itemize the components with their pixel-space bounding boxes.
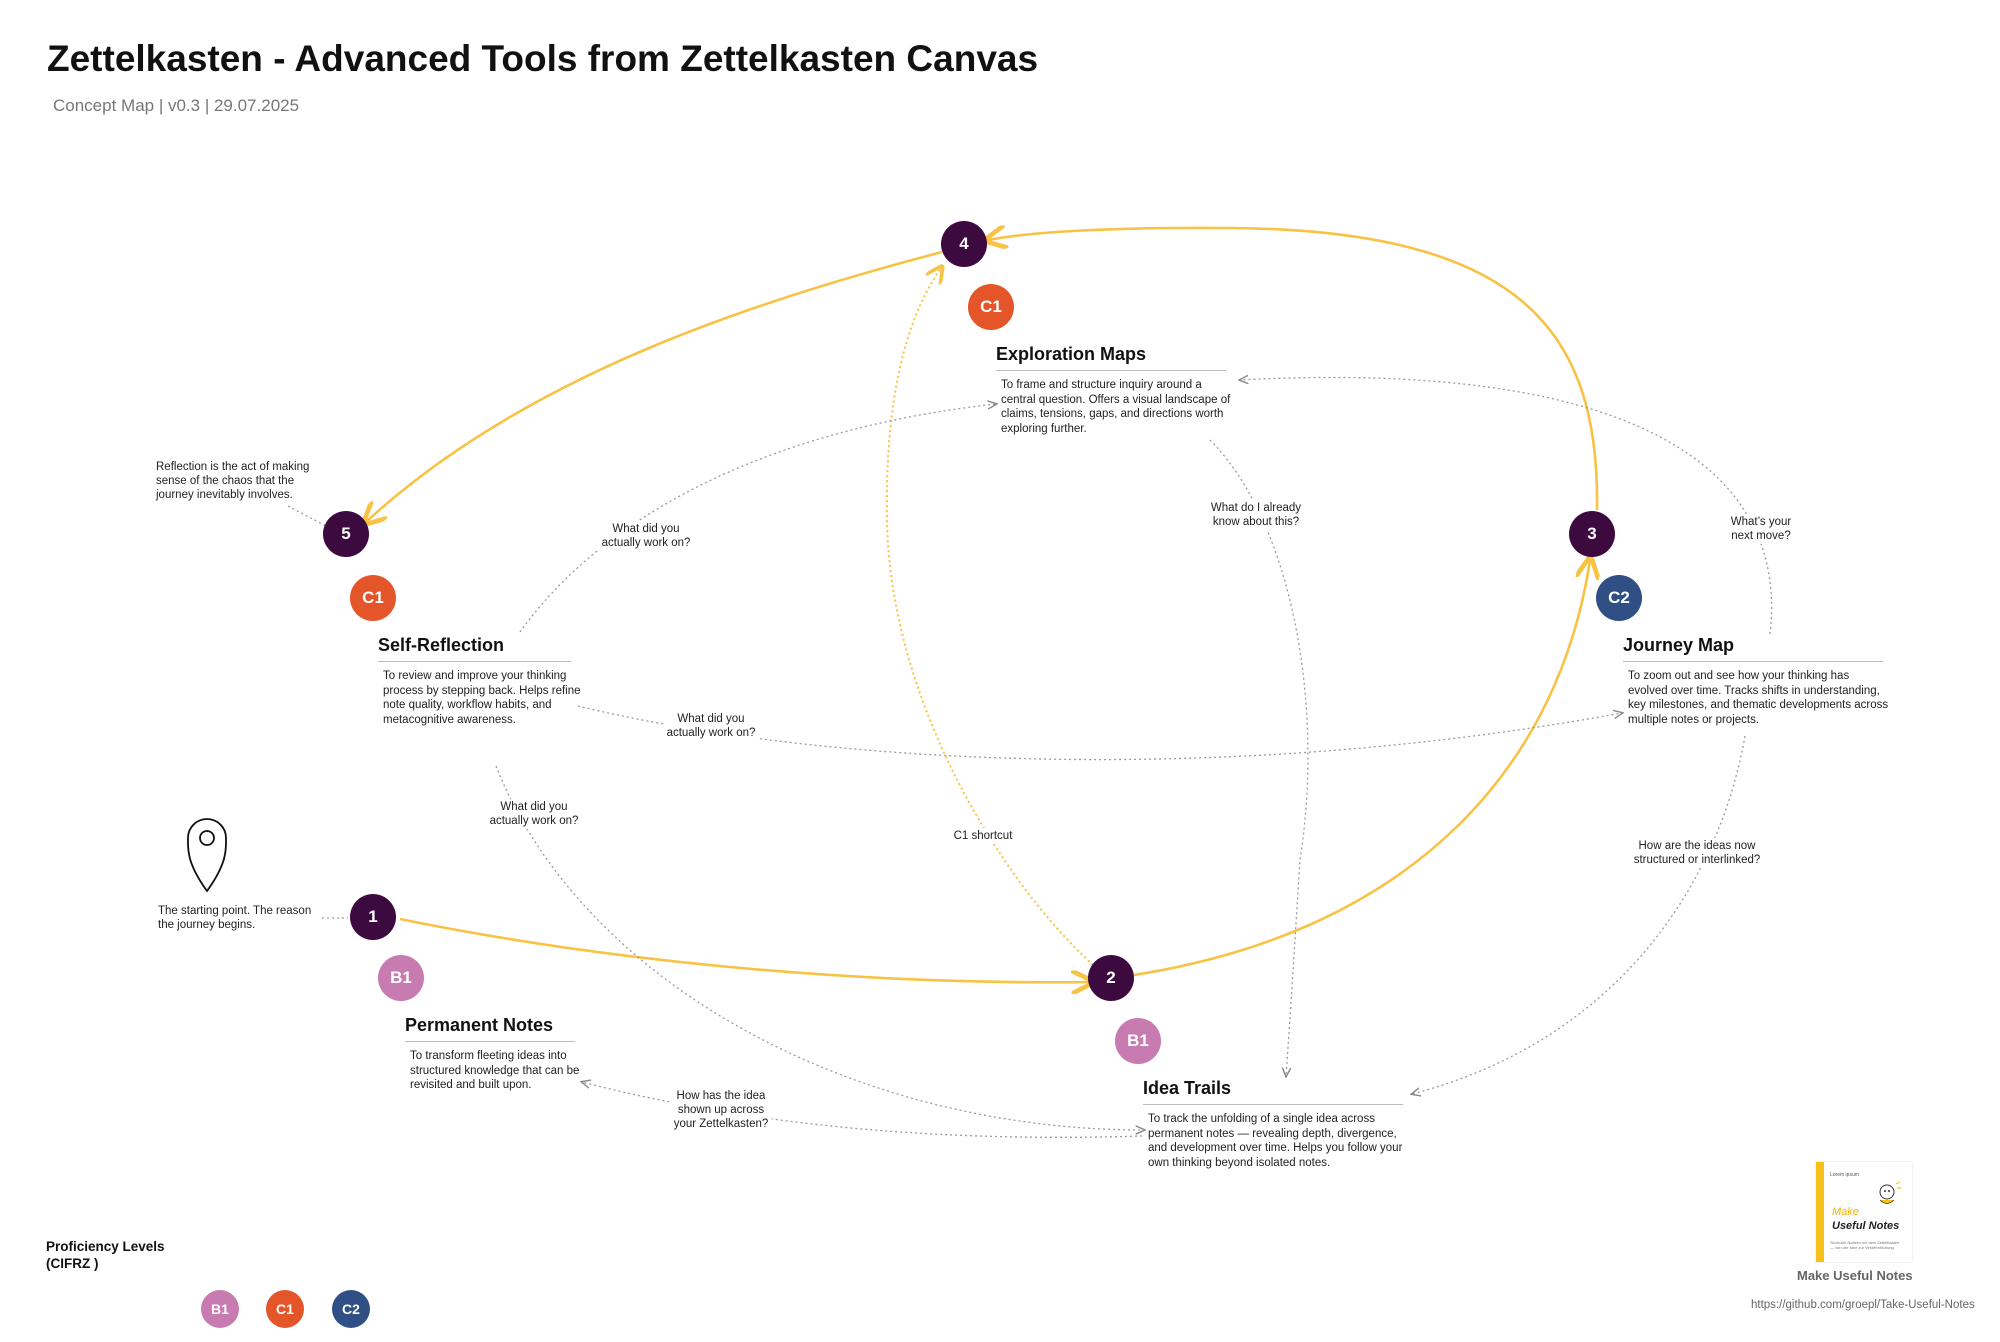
path-3-to-4: [988, 228, 1599, 511]
mascot-icon: [1879, 1181, 1901, 1204]
book-title-line-1: Make: [1832, 1206, 1859, 1218]
step-node-4[interactable]: 4: [941, 221, 987, 267]
tool-desc-permanent-notes: To transform fleeting ideas into structu…: [410, 1050, 580, 1091]
edge-em-to-it: [1209, 439, 1309, 1076]
footer-brand-name: Make Useful Notes: [1797, 1268, 1913, 1283]
legend-badge-c2: C2: [332, 1290, 370, 1328]
edge-label-em-to-it: What do I already know about this?: [1207, 500, 1305, 530]
level-badge-b1-permanent-notes: B1: [378, 955, 424, 1001]
legend-badge-b1: B1: [201, 1290, 239, 1328]
step-node-1[interactable]: 1: [350, 894, 396, 940]
connector-reflection-note: [287, 505, 327, 527]
tool-desc-idea-trails: To track the unfolding of a single idea …: [1148, 1113, 1403, 1169]
tool-desc-journey-map: To zoom out and see how your thinking ha…: [1628, 670, 1889, 726]
level-badge-c1-exploration-maps: C1: [968, 284, 1014, 330]
page-title: Zettelkasten - Advanced Tools from Zette…: [47, 38, 1039, 79]
book-cover-small-text: Lorem ipsum: [1830, 1172, 1859, 1178]
level-badge-b1-idea-trails: B1: [1115, 1018, 1161, 1064]
edge-it-to-pn: [582, 1082, 1143, 1138]
edge-jm-to-it: [1412, 735, 1746, 1094]
location-pin-icon: [187, 818, 227, 893]
tool-title-permanent-notes[interactable]: Permanent Notes: [405, 1015, 575, 1042]
step-node-2[interactable]: 2: [1088, 955, 1134, 1001]
path-1-to-2: [399, 917, 1090, 982]
step-node-3[interactable]: 3: [1569, 511, 1615, 557]
tool-desc-self-reflection: To review and improve your thinking proc…: [383, 670, 581, 726]
shortcut-2-to-4: [885, 268, 1094, 966]
edge-label-sr-to-it: What did you actually work on?: [486, 799, 582, 829]
book-tagline: Sinnvolle Notizen mit dem Zettelkasten —…: [1830, 1240, 1900, 1250]
book-spine: [1816, 1162, 1824, 1262]
tool-title-self-reflection[interactable]: Self-Reflection: [378, 635, 571, 662]
level-badge-c2-journey-map: C2: [1596, 575, 1642, 621]
note-reflection: Reflection is the act of making sense of…: [156, 461, 310, 501]
edge-label-sr-to-jm: What did you actually work on?: [663, 711, 759, 741]
path-2-to-3: [1133, 560, 1590, 977]
level-badge-c1-self-reflection: C1: [350, 575, 396, 621]
book-title-line-2: Useful Notes: [1832, 1220, 1900, 1232]
legend-badge-c1: C1: [266, 1290, 304, 1328]
tool-title-idea-trails[interactable]: Idea Trails: [1143, 1078, 1403, 1105]
page-subtitle: Concept Map | v0.3 | 29.07.2025: [53, 96, 300, 115]
step-node-5[interactable]: 5: [323, 511, 369, 557]
edge-label-sr-to-em: What did you actually work on?: [598, 521, 694, 551]
legend-title: Proficiency Levels (CIFRZ ): [46, 1239, 165, 1271]
tool-desc-exploration-maps: To frame and structure inquiry around a …: [1001, 379, 1231, 435]
path-4-to-5: [366, 250, 943, 522]
book-cover-logo: Lorem ipsum Make Useful Notes Sinnvolle …: [1816, 1162, 1912, 1262]
edge-sr-to-em: [519, 404, 996, 633]
edge-jm-to-em: [1240, 377, 1773, 635]
note-starting-point: The starting point. The reason the journ…: [158, 905, 312, 931]
edge-label-jm-to-it: How are the ideas now structured or inte…: [1630, 838, 1764, 868]
edge-label-shortcut: C1 shortcut: [950, 828, 1016, 844]
edge-label-jm-to-em: What’s your next move?: [1727, 514, 1795, 544]
edge-label-it-to-pn: How has the idea shown up across your Ze…: [670, 1088, 772, 1132]
tool-title-journey-map[interactable]: Journey Map: [1623, 635, 1883, 662]
footer-url-link[interactable]: https://github.com/groepl/Take-Useful-No…: [1751, 1299, 1975, 1311]
edge-sr-to-it: [495, 765, 1144, 1130]
tool-title-exploration-maps[interactable]: Exploration Maps: [996, 344, 1226, 371]
